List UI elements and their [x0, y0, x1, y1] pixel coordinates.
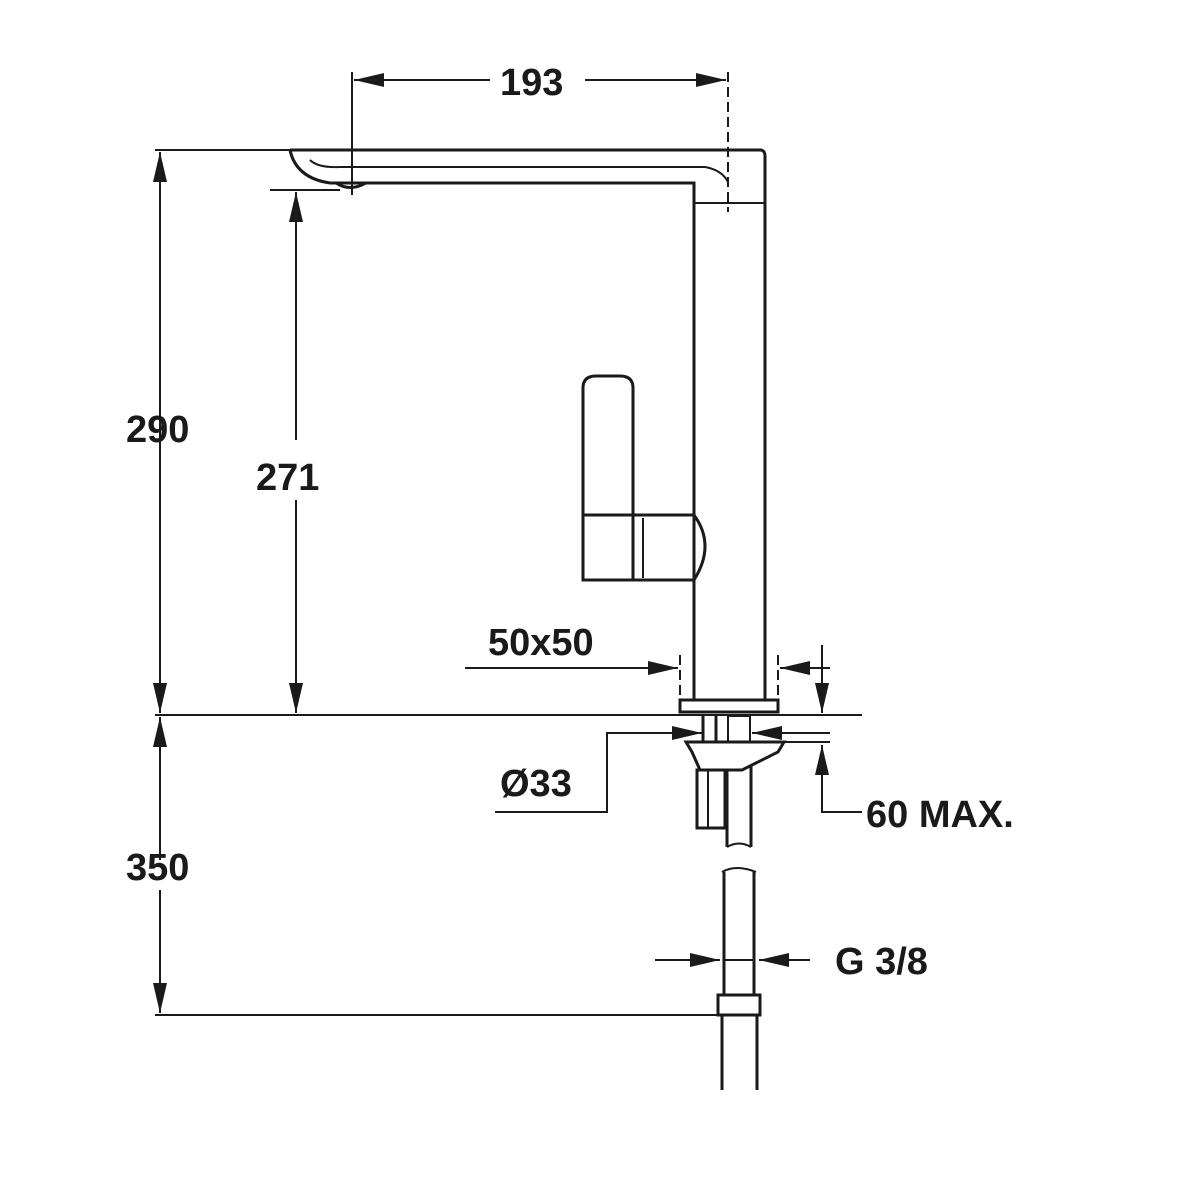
reference-lines	[155, 72, 862, 1016]
dim-hole-diameter: Ø33	[500, 763, 572, 805]
dim-spout-height: 271	[256, 457, 320, 499]
dim-hose-length: 350	[126, 847, 190, 889]
dim-spout-reach: 193	[500, 62, 564, 104]
base-mount	[678, 698, 787, 848]
dim-countertop-thickness: 60 MAX.	[866, 794, 1014, 836]
handle	[581, 374, 707, 582]
dim-base-size: 50x50	[488, 622, 594, 664]
dim-connection-thread: G 3/8	[835, 941, 928, 983]
spout	[288, 148, 767, 700]
dim-total-height: 290	[126, 409, 190, 451]
hose	[716, 867, 762, 1090]
dimension-arrows	[153, 73, 862, 1013]
